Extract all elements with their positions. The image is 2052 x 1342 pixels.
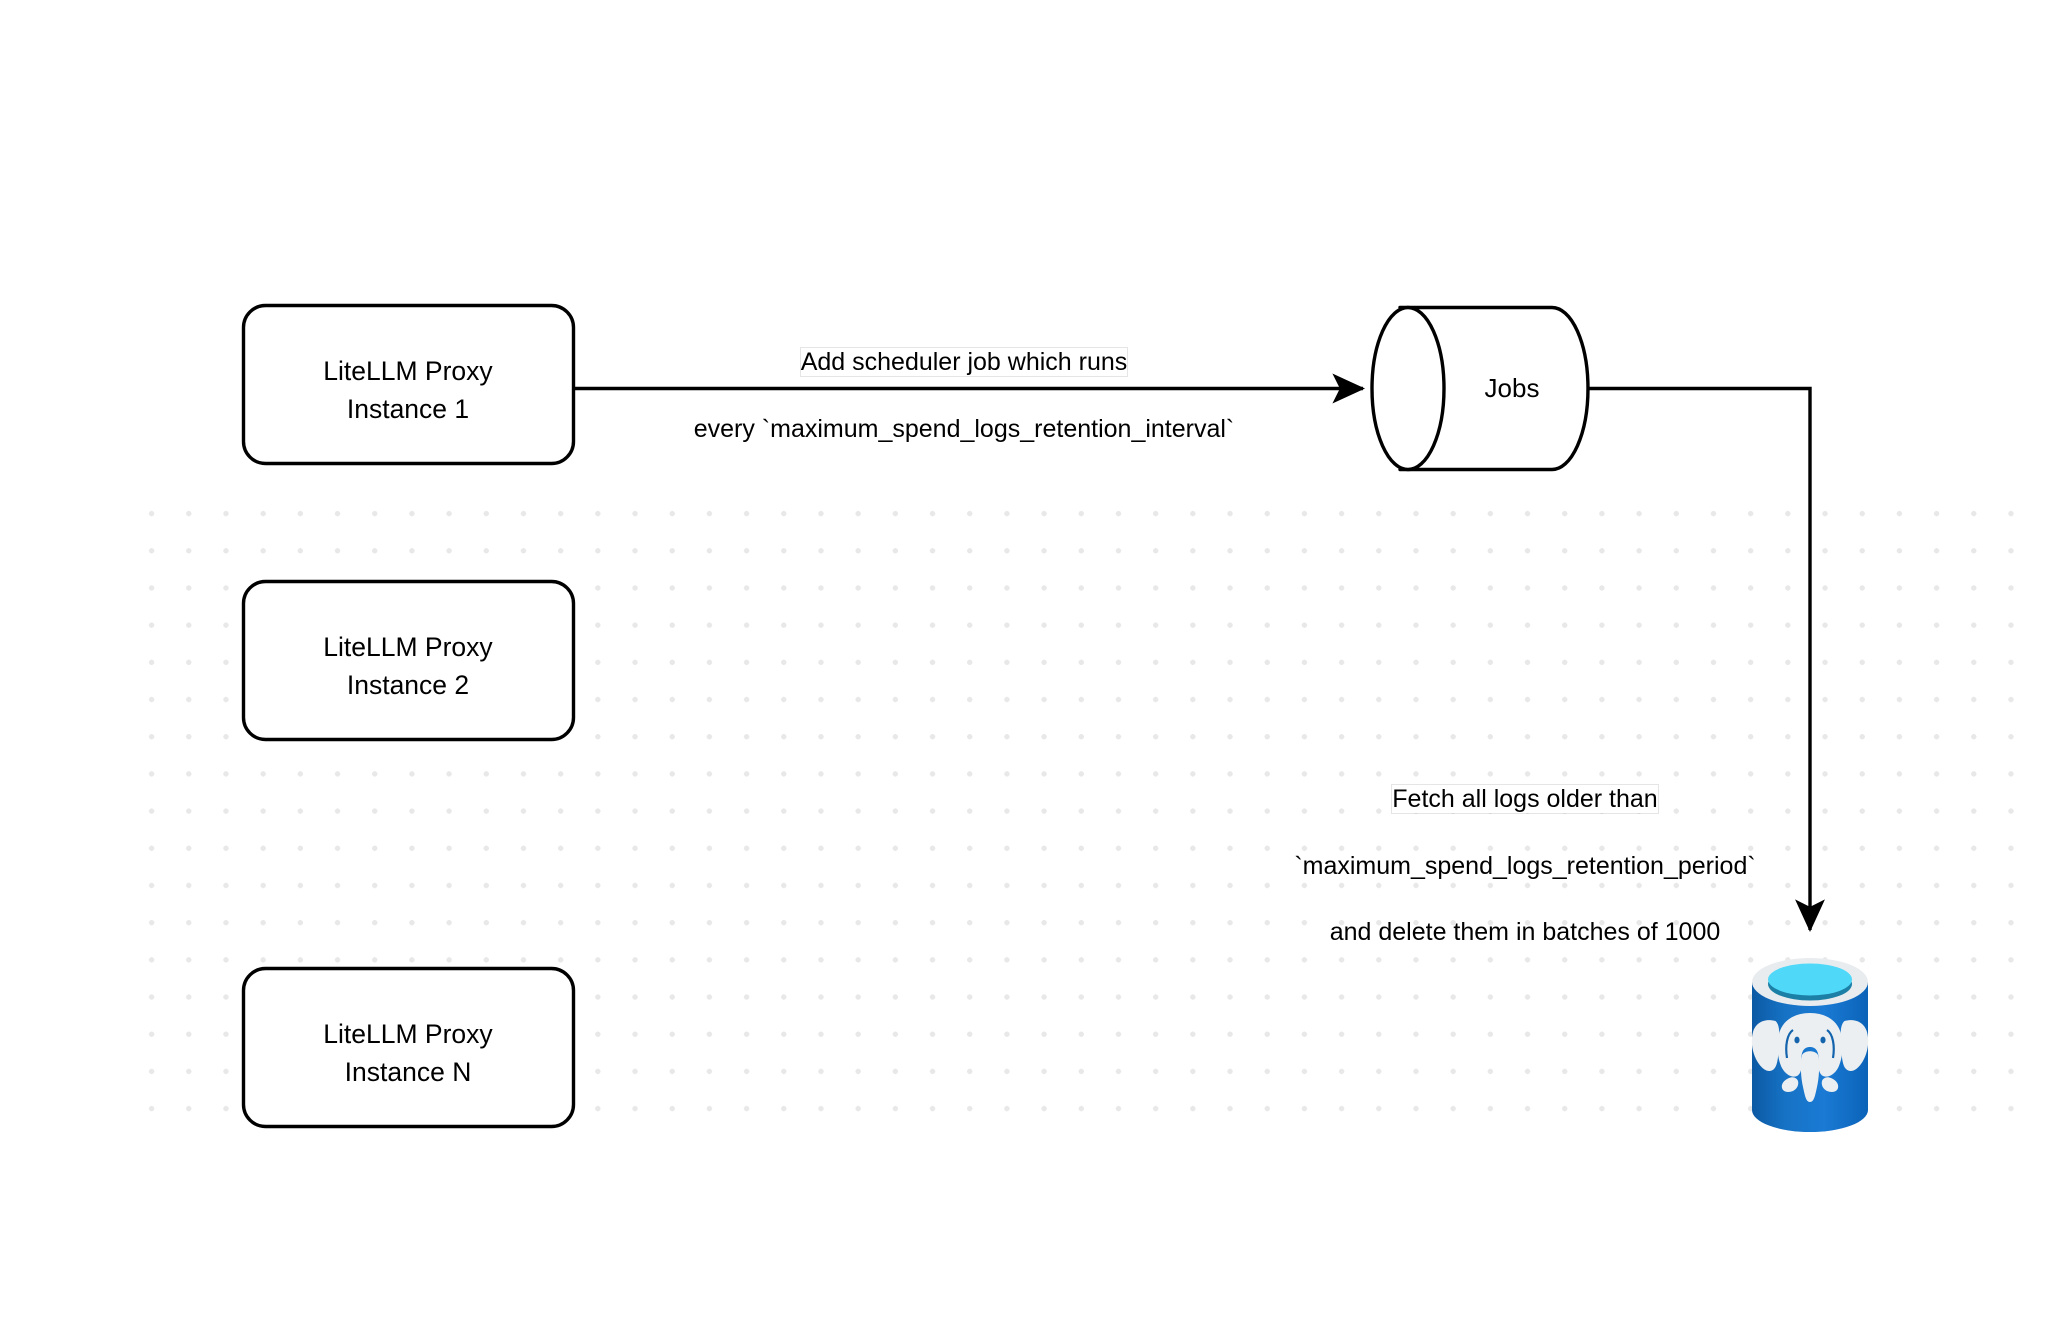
node-jobs-label: Jobs: [1484, 373, 1540, 403]
postgresql-elephant-icon[interactable]: [1751, 958, 1869, 1132]
node-proxy-instance-2[interactable]: [241, 579, 576, 742]
edge-delete-label-line-3: and delete them in batches of 1000: [1329, 918, 1721, 947]
edge-delete-label: Fetch all logs older than `maximum_spend…: [1245, 750, 1805, 983]
edge-scheduler-label: Add scheduler job which runs every `maxi…: [614, 313, 1314, 479]
node-proxy-instance-1[interactable]: [241, 303, 576, 466]
edge-scheduler-label-line-1: Add scheduler job which runs: [800, 348, 1128, 377]
edge-delete-label-line-1: Fetch all logs older than: [1392, 785, 1658, 814]
edge-scheduler-label-line-2: every `maximum_spend_logs_retention_inte…: [693, 414, 1235, 443]
edge-delete-label-line-2: `maximum_spend_logs_retention_period`: [1294, 851, 1756, 880]
node-proxy-instance-n[interactable]: [241, 966, 576, 1129]
edge-delete-line: [1588, 386, 1825, 933]
